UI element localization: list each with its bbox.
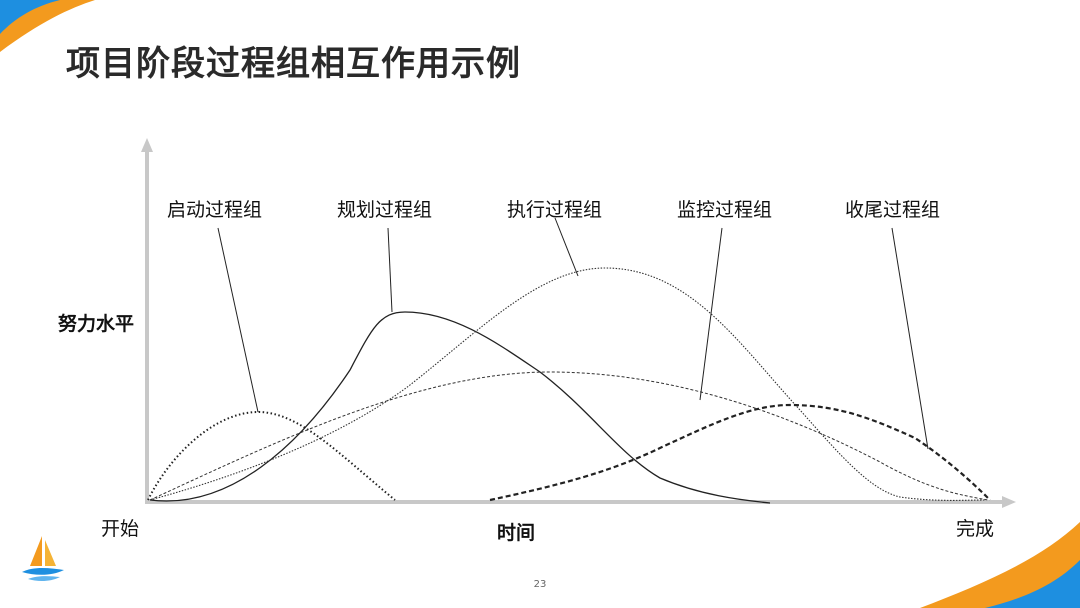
slide-title: 项目阶段过程组相互作用示例: [66, 44, 521, 84]
page-number: 23: [533, 579, 547, 590]
planning-label: 规划过程组: [337, 199, 433, 221]
closing-label: 收尾过程组: [845, 199, 941, 221]
executing-curve: [149, 267, 986, 501]
y-axis-label: 努力水平: [58, 313, 135, 335]
monitoring-leader-line: [699, 227, 723, 401]
planning-leader-line: [387, 227, 393, 313]
x-end-label: 完成: [956, 518, 995, 540]
initiating-leader-line: [217, 227, 259, 413]
x-axis-arrow: [1002, 496, 1016, 508]
x-start-label: 开始: [101, 518, 140, 540]
closing-curve: [489, 403, 991, 502]
initiating-curve: [147, 410, 396, 501]
top-left-blue-swoosh: [0, 0, 60, 34]
executing-label: 执行过程组: [507, 199, 603, 221]
executing-leader-line: [554, 217, 579, 277]
initiating-label: 启动过程组: [167, 199, 263, 221]
bottom-right-orange-swoosh: [920, 522, 1080, 608]
bottom-right-blue-swoosh: [985, 560, 1080, 608]
y-axis-arrow: [141, 138, 153, 152]
closing-leader-line: [891, 227, 929, 450]
monitoring-label: 监控过程组: [677, 199, 773, 221]
planning-curve: [149, 311, 771, 504]
company-logo: [22, 536, 64, 582]
monitoring-curve: [149, 371, 989, 501]
x-axis-label: 时间: [497, 522, 536, 544]
